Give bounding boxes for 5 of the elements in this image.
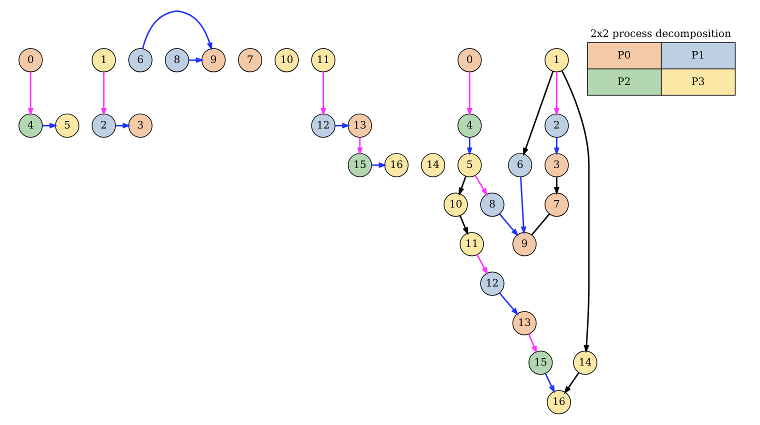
legend-label: P2: [617, 76, 631, 88]
label: 2x2 process decomposition: [590, 28, 732, 40]
legend-label: P1: [691, 49, 705, 62]
legend-label: P3: [691, 76, 705, 88]
legend-label: P0: [617, 49, 631, 62]
